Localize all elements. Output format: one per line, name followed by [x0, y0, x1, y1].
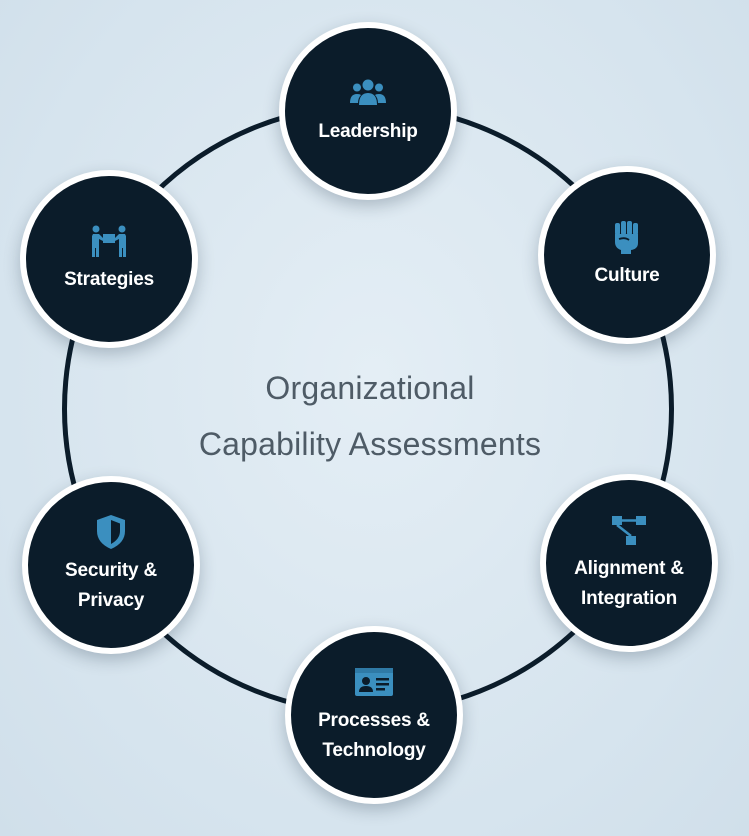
node-label: Strategies: [64, 269, 154, 290]
node-label-line-2: Integration: [581, 588, 677, 609]
node-label: Leadership: [318, 121, 418, 142]
node-label: Alignment & Integration: [574, 554, 684, 614]
shield-icon: [91, 514, 131, 550]
title-line-2: Capability Assessments: [198, 426, 542, 462]
node-label: Security & Privacy: [65, 556, 157, 616]
node-alignment-integration[interactable]: Alignment & Integration: [540, 474, 718, 652]
node-label-line-2: Privacy: [77, 590, 145, 611]
node-label: Culture: [594, 265, 660, 286]
raised-fist-icon: [607, 219, 647, 255]
node-label: Processes & Technology: [318, 706, 430, 766]
title-line-1: Organizational: [265, 370, 475, 406]
node-label-line-2: Technology: [322, 740, 426, 761]
flow-chart-icon: [609, 512, 649, 548]
people-carry-icon: [89, 223, 129, 259]
node-strategies[interactable]: Strategies: [20, 170, 198, 348]
people-group-icon: [348, 75, 388, 111]
node-label-line-1: Security &: [65, 560, 157, 581]
id-card-icon: [354, 664, 394, 700]
node-leadership[interactable]: Leadership: [279, 22, 457, 200]
node-processes-technology[interactable]: Processes & Technology: [285, 626, 463, 804]
node-culture[interactable]: Culture: [538, 166, 716, 344]
diagram-title: Organizational Capability Assessments: [150, 360, 590, 472]
node-security-privacy[interactable]: Security & Privacy: [22, 476, 200, 654]
node-label-line-1: Alignment &: [574, 558, 684, 579]
node-label-line-1: Processes &: [318, 710, 430, 731]
